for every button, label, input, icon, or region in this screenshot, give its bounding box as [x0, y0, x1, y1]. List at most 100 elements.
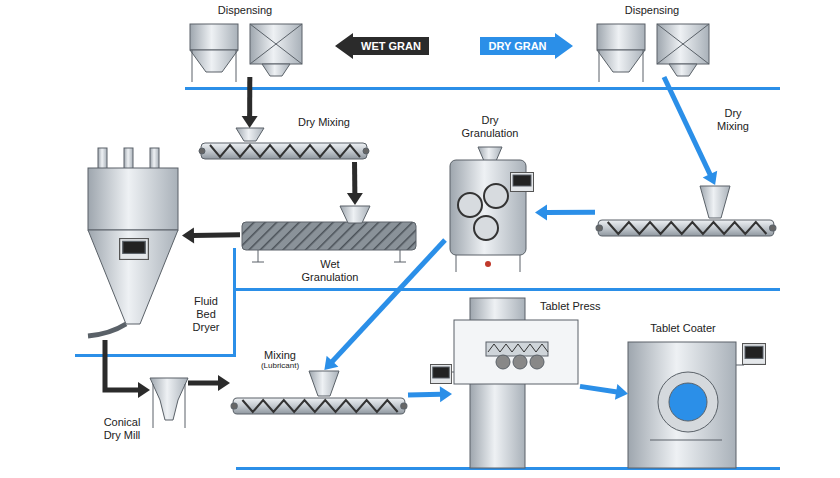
flow-arrow [324, 240, 445, 370]
direction-arrow: WET GRAN [335, 33, 429, 59]
dry-granulator [511, 173, 534, 192]
tablet-coater [650, 440, 722, 441]
screw-mixers [700, 186, 730, 218]
flow-line [193, 232, 240, 238]
fluid-bed-dryer: Fluid Bed Dryer [82, 160, 182, 340]
platform-lines [233, 248, 236, 357]
dry-mixer: Dry Mixing [595, 185, 777, 243]
wet-granulator [258, 250, 259, 262]
flow-arrow [535, 204, 595, 220]
dry-granulator [484, 184, 508, 208]
tablet-coater [743, 344, 766, 365]
screw-mixers [236, 128, 264, 141]
arrow-head [218, 375, 230, 391]
flow-line [188, 381, 219, 386]
direction-arrow: DRY GRAN [480, 33, 573, 59]
screw-mixers [231, 398, 407, 414]
dispensing-bins [643, 50, 644, 82]
tablet-coater [628, 342, 766, 468]
dry-granulator [478, 147, 502, 161]
station-label: Tablet Press [540, 300, 620, 313]
dispensing-bins [250, 24, 302, 64]
tablet-press [430, 365, 451, 384]
flow-arrow [347, 162, 363, 205]
arrow-head [182, 227, 194, 243]
station-sublabel: (Lubricant) [245, 361, 315, 370]
arrow-shape [335, 33, 429, 59]
flow-line [546, 210, 595, 215]
dispensing-station: Dispensing [185, 22, 305, 77]
wet-granulator [242, 222, 416, 250]
station-label: Dry Granulation [455, 114, 525, 140]
tablet-coater [628, 342, 736, 468]
flow-line [580, 386, 617, 392]
platform-lines [75, 87, 780, 470]
screw-mixers [596, 220, 776, 236]
arrow-head [242, 116, 258, 128]
dry-granulator [456, 255, 457, 272]
lubricant-mixer: Mixing(Lubricant) [230, 370, 408, 420]
flow-line [332, 240, 445, 362]
arrow-head [324, 356, 338, 370]
wet-granulator [394, 262, 406, 263]
dispensing-bins [250, 24, 302, 64]
station-label: Fluid Bed Dryer [186, 295, 226, 334]
flow-arrow [580, 384, 628, 400]
flow-arrow [188, 375, 230, 391]
arrow-label: DRY GRAN [480, 33, 555, 59]
flow-line [352, 162, 357, 194]
conical-mill [150, 378, 188, 420]
arrow-head [535, 204, 547, 220]
arrow-head [703, 171, 717, 185]
fluid-bed-dryer [124, 148, 133, 170]
arrow-label: WET GRAN [353, 33, 429, 59]
station-label: Dry Mixing [709, 107, 757, 133]
flow-arrow [242, 77, 258, 128]
tablet-coater: Tablet Coater [628, 340, 738, 468]
tablet-press [454, 320, 578, 384]
dry-granulator [474, 216, 498, 240]
dispensing-bins [192, 50, 193, 82]
tablet-press [513, 355, 527, 369]
dispensing-bins [657, 24, 709, 64]
tablet-coater [736, 365, 744, 366]
arrow-head [138, 382, 150, 398]
fluid-bed-dryer [88, 148, 178, 336]
conical-mill [153, 384, 154, 428]
screw-mixers [199, 143, 369, 159]
dispensing-bins [669, 64, 697, 76]
dispensing-bins [262, 64, 290, 76]
fluid-bed-dryer [120, 239, 149, 260]
arrow-head [440, 386, 452, 402]
wet-granulator [340, 206, 370, 223]
wet-granulator [252, 262, 264, 263]
dry-mixer: Dry Mixing [198, 128, 370, 162]
station-label: Dry Mixing [298, 116, 388, 129]
station-label: Dispensing [185, 4, 305, 17]
screw-mixers [309, 371, 339, 396]
platform-lines [185, 87, 780, 90]
platform-lines [75, 354, 236, 357]
tablet-press [488, 344, 548, 352]
tablet-coater [669, 383, 707, 421]
dry-granulator: Dry Granulation [445, 150, 535, 275]
flow-line [408, 392, 441, 398]
fluid-bed-dryer [88, 324, 126, 336]
dry-granulator [520, 255, 521, 272]
tablet-press: Tablet Press [452, 318, 580, 470]
arrow-head [615, 384, 628, 400]
flow-line [664, 77, 710, 175]
flow-arrow [105, 340, 150, 398]
station-label: Wet Granulation [295, 258, 365, 284]
dispensing-bins [236, 50, 237, 82]
fluid-bed-dryer [88, 168, 178, 230]
flow-arrow [664, 77, 717, 185]
dispensing-bins [597, 50, 645, 72]
dry-granulator [485, 261, 491, 267]
dispensing-bins [657, 24, 709, 64]
tablet-coater [658, 372, 718, 432]
dispensing-bins [190, 24, 238, 50]
